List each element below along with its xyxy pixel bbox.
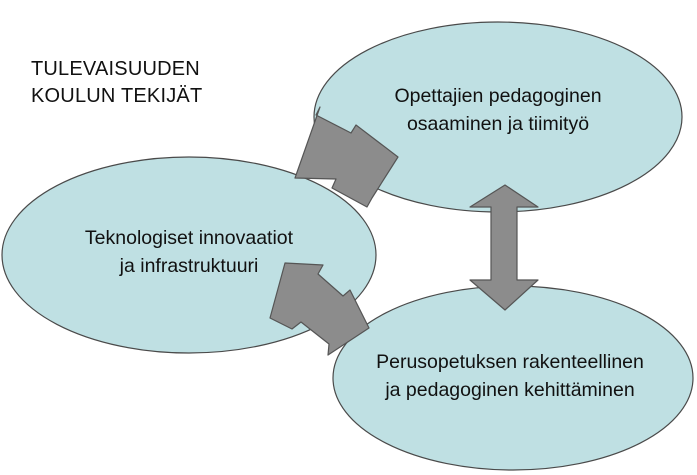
node-label-teachers: Opettajien pedagoginen osaaminen ja tiim… bbox=[362, 82, 634, 138]
node-label-technology-line-1: Teknologiset innovaatiot bbox=[84, 227, 294, 249]
node-label-teachers-line-1: Opettajien pedagoginen bbox=[394, 85, 602, 107]
double-arrow-technology-basic-education bbox=[269, 262, 370, 356]
node-label-teachers-line-2: osaaminen ja tiimityö bbox=[406, 113, 590, 135]
double-arrow-teachers-basic-education bbox=[469, 184, 539, 311]
node-label-basic-education: Perusopetuksen rakenteellinen ja pedagog… bbox=[340, 348, 680, 404]
diagram-title-line-2: KOULUN TEKIJÄT bbox=[31, 85, 203, 107]
double-arrow-technology-teachers bbox=[294, 106, 399, 208]
node-label-technology-line-2: ja infrastruktuuri bbox=[119, 255, 259, 277]
node-label-technology: Teknologiset innovaatiot ja infrastruktu… bbox=[44, 224, 334, 280]
node-label-basic-education-line-1: Perusopetuksen rakenteellinen bbox=[376, 351, 644, 373]
diagram-title-line-1: TULEVAISUUDEN bbox=[31, 58, 200, 80]
node-label-basic-education-line-2: ja pedagoginen kehittäminen bbox=[385, 379, 635, 401]
